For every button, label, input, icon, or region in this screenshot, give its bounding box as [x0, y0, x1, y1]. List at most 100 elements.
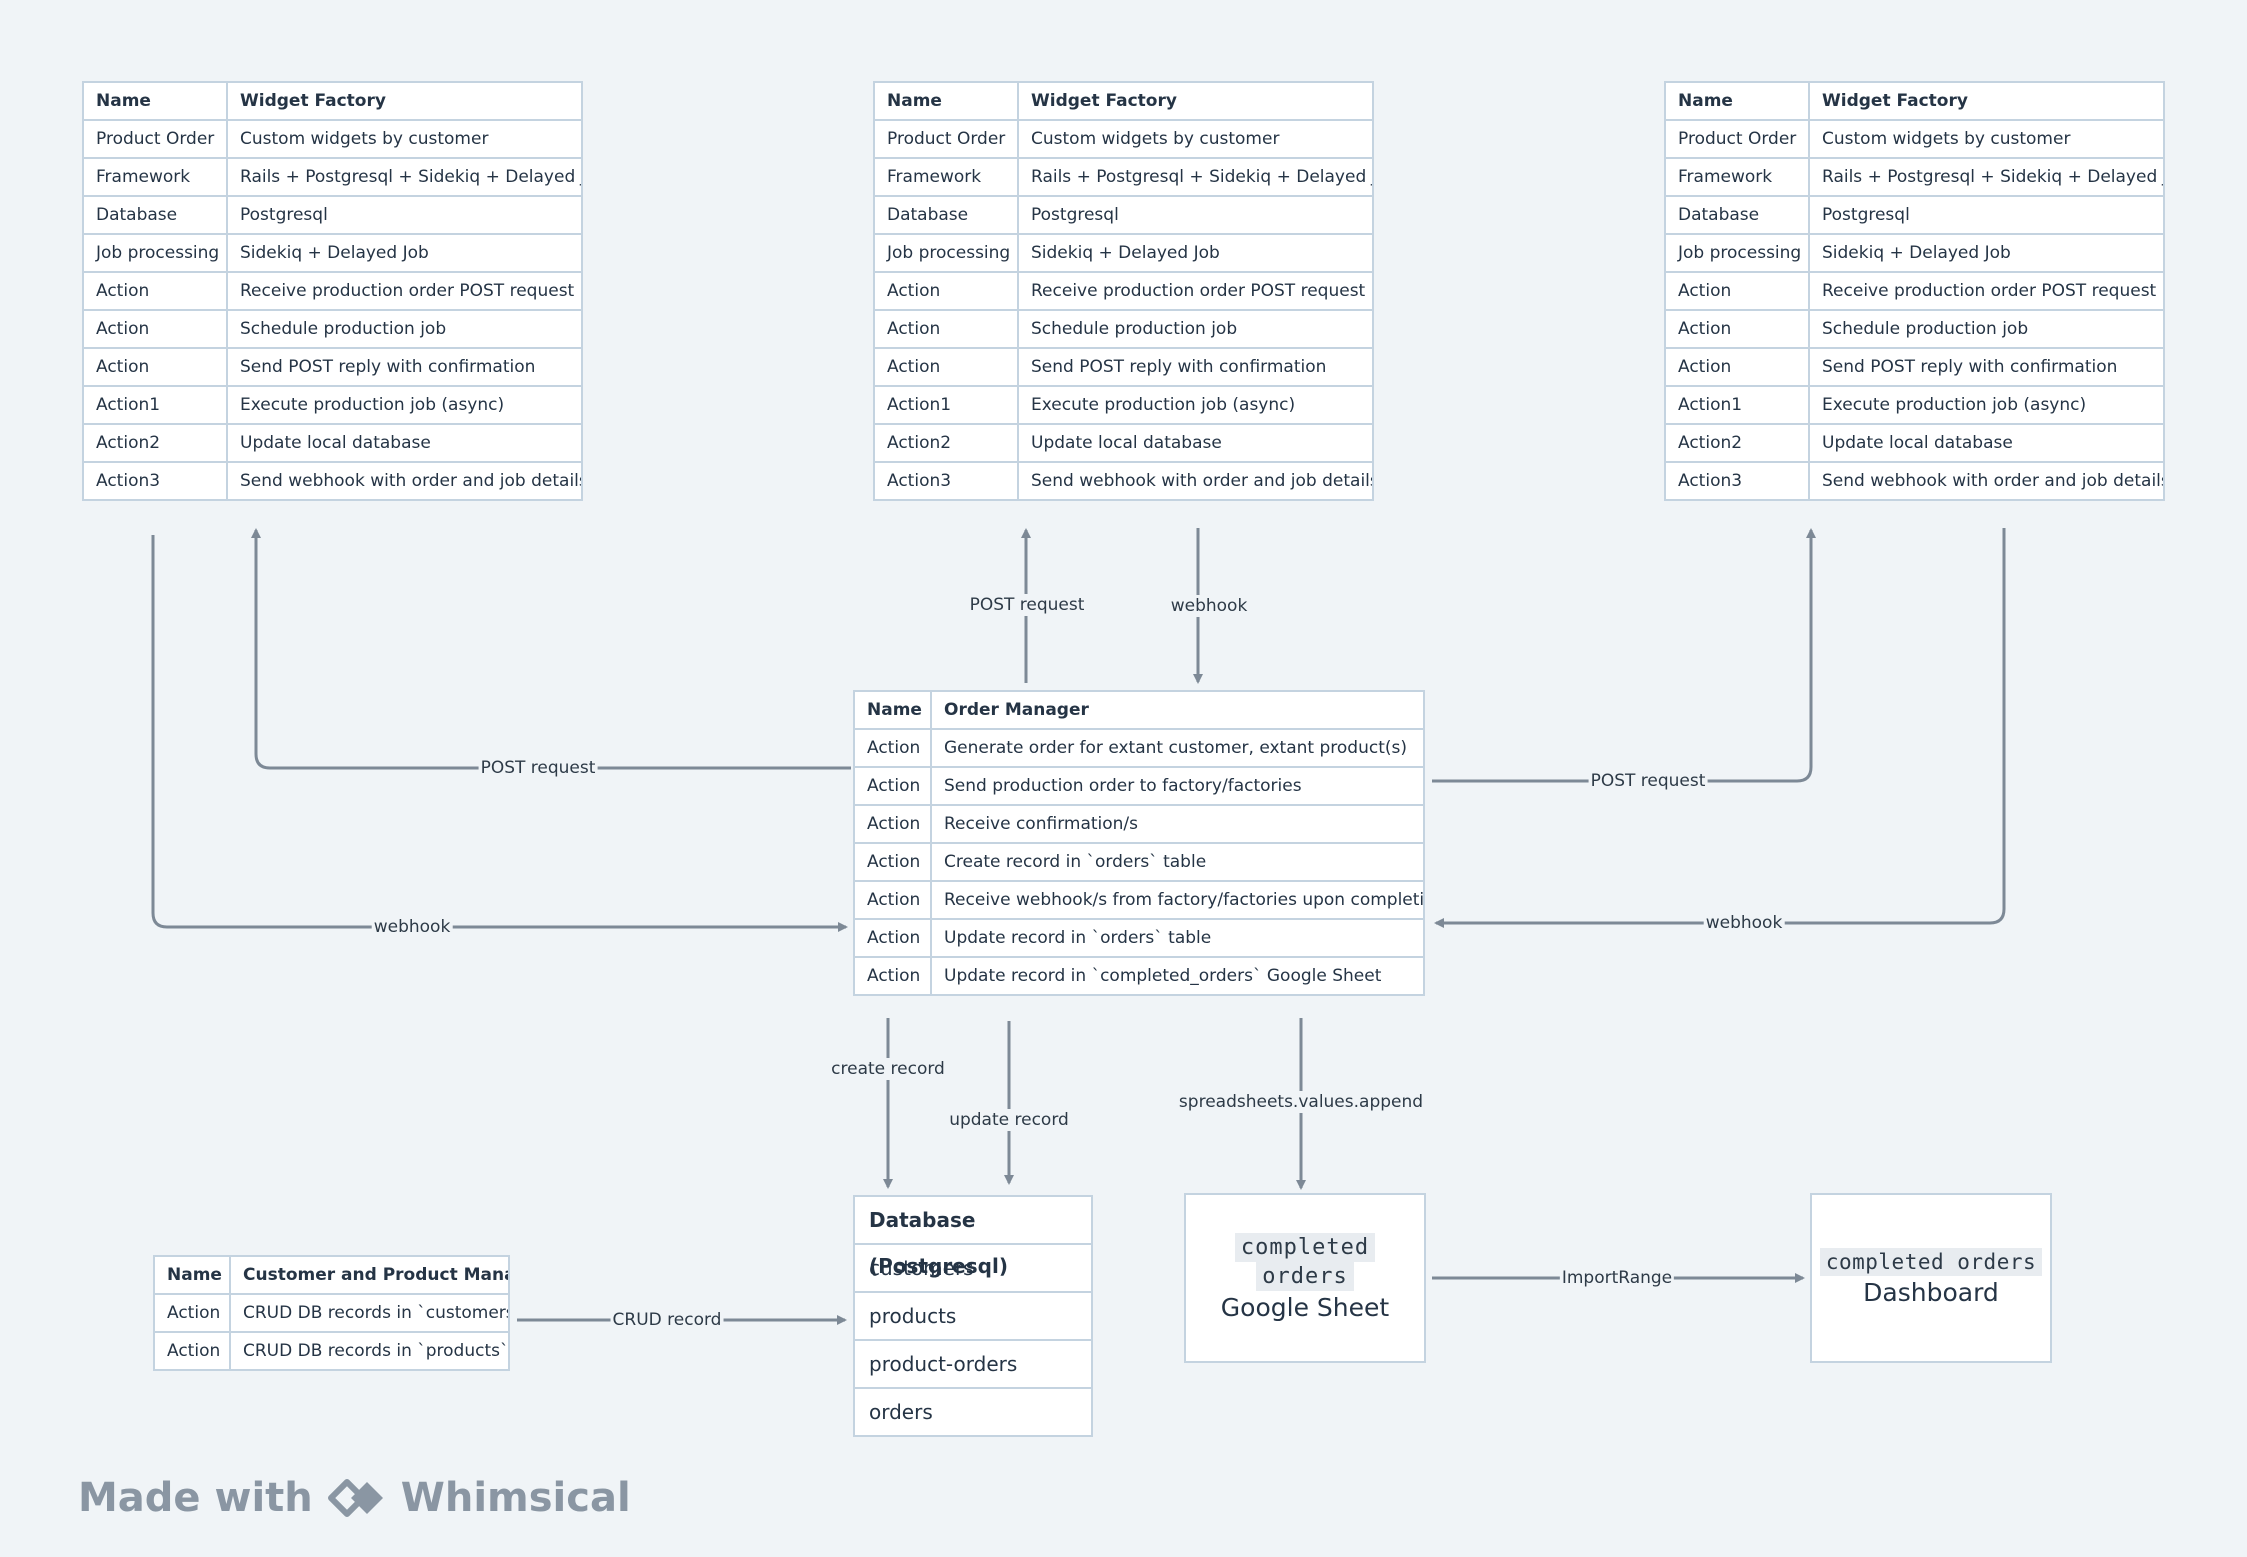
row-key-cell: Action	[853, 918, 932, 958]
row-key-cell: Action3	[82, 461, 228, 501]
row-value-cell: Schedule production job	[1017, 309, 1374, 349]
row-key-cell: Job processing	[873, 233, 1019, 273]
row-value-cell: Execute production job (async)	[226, 385, 583, 425]
row-key-cell: Name	[153, 1255, 231, 1295]
row-key-cell: Job processing	[82, 233, 228, 273]
row-value-cell: Postgresql	[1017, 195, 1374, 235]
row-value-cell: Update local database	[1808, 423, 2165, 463]
row-key-cell: Action2	[82, 423, 228, 463]
database-box: Database (Postgresql) customers products…	[853, 1195, 1093, 1437]
row-key-cell: Database	[1664, 195, 1810, 235]
row-key-cell: Action	[1664, 347, 1810, 387]
row-key-cell: Product Order	[82, 119, 228, 159]
db-table-products: products	[855, 1291, 1091, 1339]
whimsical-brand-text: Whimsical	[400, 1475, 631, 1521]
connector-webhook-right	[1434, 528, 2006, 928]
label-webhook-left: webhook	[371, 916, 453, 938]
whimsical-logo-icon	[327, 1479, 383, 1517]
row-value-cell: Receive production order POST request	[1017, 271, 1374, 311]
row-value-cell: CRUD DB records in `customers`	[229, 1293, 510, 1333]
google-sheet-title: Google Sheet	[1220, 1292, 1390, 1322]
row-value-cell: Create record in `orders` table	[930, 842, 1425, 882]
row-key-cell: Action	[82, 309, 228, 349]
row-key-cell: Action	[853, 766, 932, 806]
row-key-cell: Action	[1664, 309, 1810, 349]
row-key-cell: Action	[153, 1293, 231, 1333]
row-key-cell: Action2	[873, 423, 1019, 463]
row-value-cell: Update local database	[1017, 423, 1374, 463]
db-table-orders: orders	[855, 1387, 1091, 1435]
row-key-cell: Product Order	[873, 119, 1019, 159]
row-value-cell: Send webhook with order and job details	[1017, 461, 1374, 501]
db-table-product-orders: product-orders	[855, 1339, 1091, 1387]
row-key-cell: Action	[82, 271, 228, 311]
label-crud-record: CRUD record	[610, 1309, 724, 1331]
row-key-cell: Name	[873, 81, 1019, 121]
label-create-record: create record	[829, 1058, 947, 1080]
database-title: Database (Postgresql)	[869, 1208, 1008, 1278]
made-with-whimsical-watermark[interactable]: Made with Whimsical	[78, 1470, 631, 1526]
dashboard-title: Dashboard	[1863, 1277, 1999, 1307]
row-value-cell: CRUD DB records in `products`	[229, 1331, 510, 1371]
row-value-cell: Sidekiq + Delayed Job	[1017, 233, 1374, 273]
row-key-cell: Framework	[1664, 157, 1810, 197]
label-webhook-right: webhook	[1703, 912, 1785, 934]
dashboard-card: completed orders Dashboard	[1810, 1193, 2052, 1363]
row-key-cell: Action	[853, 804, 932, 844]
connector-webhook-left	[151, 535, 848, 932]
connector-post-request-right	[1432, 528, 1816, 783]
row-value-cell: Send webhook with order and job details	[226, 461, 583, 501]
row-value-cell: Receive production order POST request	[1808, 271, 2165, 311]
row-value-cell: Rails + Postgresql + Sidekiq + Delayed J…	[1017, 157, 1374, 197]
row-key-cell: Action	[853, 956, 932, 996]
row-key-cell: Action3	[1664, 461, 1810, 501]
row-key-cell: Action	[873, 347, 1019, 387]
row-value-cell: Update record in `completed_orders` Goog…	[930, 956, 1425, 996]
row-value-cell: Send POST reply with confirmation	[1808, 347, 2165, 387]
label-update-record: update record	[947, 1109, 1071, 1131]
db-table-customers: customers	[855, 1243, 1091, 1291]
row-value-cell: Customer and Product Manager	[229, 1255, 510, 1295]
connector-post-request-left	[251, 528, 851, 770]
row-value-cell: Generate order for extant customer, exta…	[930, 728, 1425, 768]
row-key-cell: Database	[82, 195, 228, 235]
row-key-cell: Action	[853, 728, 932, 768]
row-value-cell: Send production order to factory/factori…	[930, 766, 1425, 806]
row-value-cell: Execute production job (async)	[1017, 385, 1374, 425]
row-value-cell: Send webhook with order and job details	[1808, 461, 2165, 501]
google-sheet-code-line2: orders	[1256, 1261, 1354, 1291]
label-webhook-middle: webhook	[1168, 595, 1250, 617]
row-key-cell: Framework	[873, 157, 1019, 197]
row-key-cell: Framework	[82, 157, 228, 197]
